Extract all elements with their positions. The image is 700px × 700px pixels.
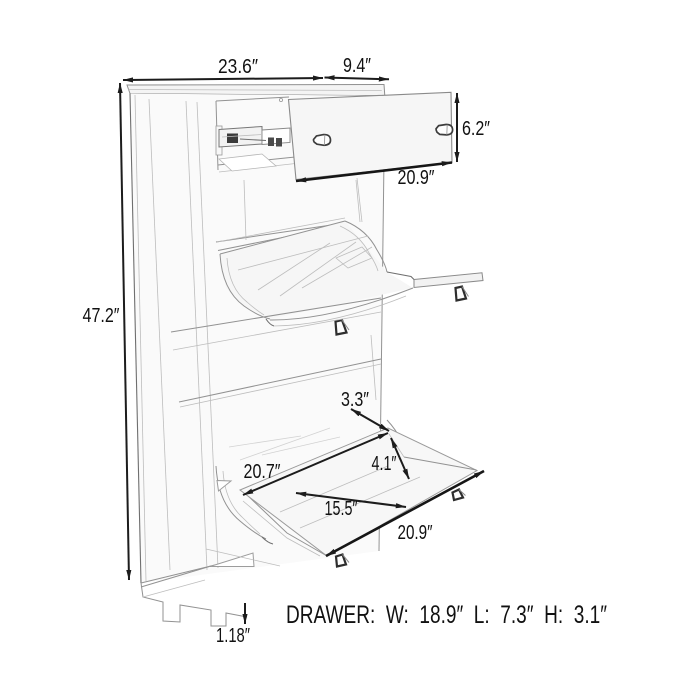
svg-text:6.2″: 6.2″	[462, 118, 490, 140]
svg-text:4.1″: 4.1″	[372, 453, 397, 475]
svg-text:20.7″: 20.7″	[244, 461, 281, 483]
svg-text:15.5″: 15.5″	[325, 498, 358, 520]
svg-text:47.2″: 47.2″	[83, 305, 120, 327]
svg-text:DRAWER: W: 18.9″ L: 7.3″: DRAWER: W: 18.9″ L: 7.3″ H: 3.1″	[286, 601, 607, 629]
svg-text:3.3″: 3.3″	[341, 389, 369, 411]
svg-text:20.9″: 20.9″	[398, 167, 435, 189]
svg-text:9.4″: 9.4″	[343, 55, 371, 77]
svg-text:23.6″: 23.6″	[218, 56, 258, 78]
svg-text:20.9″: 20.9″	[398, 522, 433, 544]
svg-text:1.18″: 1.18″	[216, 625, 250, 647]
